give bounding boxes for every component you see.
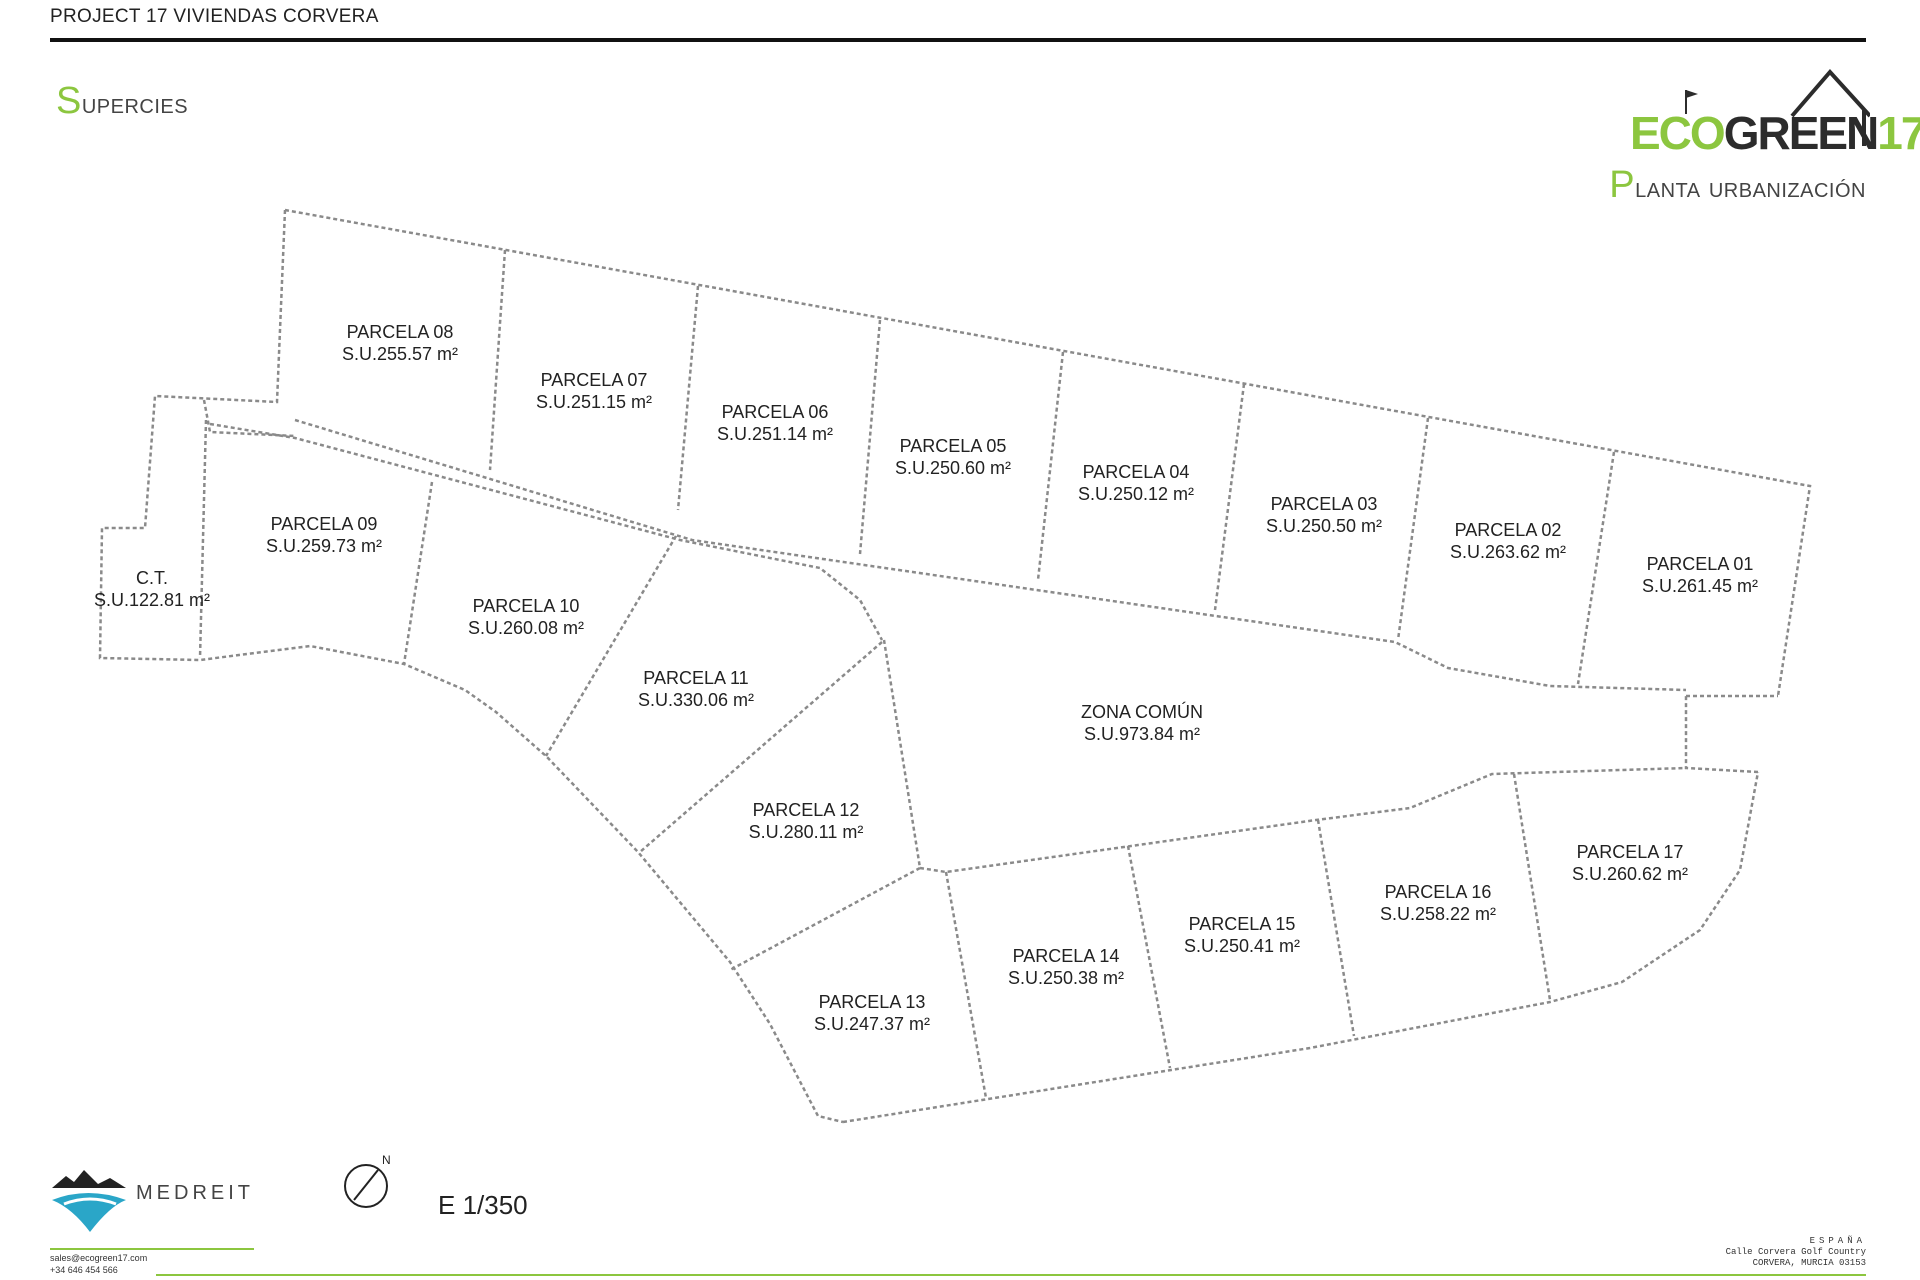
boundary-right-lower	[1684, 696, 1759, 774]
address-street: Calle Corvera Golf Country	[1725, 1247, 1866, 1257]
parcel-area-parcela-06: S.U.251.14 m²	[717, 424, 833, 444]
divider-ct-09	[198, 419, 208, 659]
parcel-area-zona-com-n: S.U.973.84 m²	[1084, 724, 1200, 744]
footer-rule	[156, 1274, 1866, 1276]
parcel-area-parcela-16: S.U.258.22 m²	[1380, 904, 1496, 924]
divider-03-02	[1396, 417, 1430, 641]
divider-10-11	[544, 535, 678, 757]
parcel-name-zona-com-n: ZONA COMÚN	[1081, 701, 1203, 722]
house-golf-flag-icon	[1685, 68, 1870, 146]
section-title-initial: S	[56, 80, 82, 122]
parcel-name-parcela-13: PARCELA 13	[819, 992, 926, 1012]
logo-green: GREEN	[1723, 107, 1880, 159]
parcel-name-parcela-02: PARCELA 02	[1455, 520, 1562, 540]
scale-label: E 1/350	[438, 1190, 528, 1220]
logo-number: 17	[1877, 107, 1920, 159]
parcel-area-parcela-07: S.U.251.15 m²	[536, 392, 652, 412]
divider-16-17	[1512, 773, 1552, 1001]
zona-comun-west	[882, 639, 922, 869]
parcel-name-parcela-11: PARCELA 11	[643, 668, 748, 688]
parcel-area-parcela-15: S.U.250.41 m²	[1184, 936, 1300, 956]
boundary-top	[284, 208, 1812, 697]
parcel-name-parcela-15: PARCELA 15	[1189, 914, 1296, 934]
divider-11-12	[639, 641, 883, 853]
parcel-area-parcela-01: S.U.261.45 m²	[1642, 576, 1758, 596]
divider-02-01	[1576, 451, 1616, 685]
parcel-name-parcela-17: PARCELA 17	[1577, 842, 1684, 862]
parcel-name-c-t: C.T.	[136, 568, 168, 588]
ecogreen17-logo: ECOGREEN17	[1620, 68, 1920, 159]
boundary-left-upper	[98, 209, 844, 1124]
parcel-area-parcela-14: S.U.250.38 m²	[1008, 968, 1124, 988]
parcel-name-parcela-10: PARCELA 10	[473, 596, 580, 616]
compass-icon: N	[344, 1153, 391, 1208]
row-top-bottom	[294, 418, 1687, 692]
divider-05-04	[1036, 351, 1065, 581]
parcel-area-parcela-03: S.U.250.50 m²	[1266, 516, 1382, 536]
plan-title-initial: P	[1609, 164, 1636, 206]
divider-12-13	[729, 866, 921, 972]
parcel-name-parcela-01: PARCELA 01	[1647, 554, 1754, 574]
address-city: CORVERA, MURCIA 03153	[1752, 1258, 1866, 1268]
parcel-name-parcela-14: PARCELA 14	[1013, 946, 1120, 966]
logo-eco: ECO	[1630, 107, 1726, 159]
parcel-area-parcela-11: S.U.330.06 m²	[638, 690, 754, 710]
mountain-wave-icon	[52, 1170, 126, 1232]
divider-08-07	[488, 249, 507, 471]
address-block: ESPAÑA Calle Corvera Golf Country CORVER…	[1726, 1236, 1866, 1269]
parcel-name-parcela-03: PARCELA 03	[1271, 494, 1378, 514]
boundary-bottom	[842, 771, 1760, 1124]
logo-wordmark: ECOGREEN17	[1630, 106, 1920, 160]
contact-phone: +34 646 454 566	[50, 1265, 118, 1275]
plan-title: Planta urbanización	[1609, 164, 1866, 207]
parcel-name-parcela-07: PARCELA 07	[541, 370, 648, 390]
header-rule	[50, 38, 1866, 42]
parcel-name-parcela-05: PARCELA 05	[900, 436, 1007, 456]
parcel-name-parcela-08: PARCELA 08	[347, 322, 454, 342]
parcel-area-parcela-05: S.U.250.60 m²	[895, 458, 1011, 478]
parcel-area-parcela-12: S.U.280.11 m²	[749, 822, 864, 842]
zona-comun-south	[919, 766, 1687, 874]
contact-rule	[50, 1248, 254, 1250]
divider-13-14	[944, 871, 988, 1099]
parcel-name-parcela-12: PARCELA 12	[753, 800, 860, 820]
divider-04-03	[1213, 383, 1246, 611]
compass-label: N	[382, 1153, 391, 1167]
parcel-name-parcela-09: PARCELA 09	[271, 514, 378, 534]
medreit-wordmark: MEDREIT	[136, 1182, 254, 1204]
parcel-area-parcela-17: S.U.260.62 m²	[1572, 864, 1688, 884]
divider-15-16	[1316, 819, 1356, 1037]
medreit-logo: MEDREIT	[50, 1166, 260, 1236]
lane-lower	[209, 422, 884, 641]
parcel-area-c-t: S.U.122.81 m²	[94, 590, 210, 610]
divider-14-15	[1126, 845, 1172, 1069]
divider-09-10	[402, 481, 434, 665]
parcel-name-parcela-16: PARCELA 16	[1385, 882, 1492, 902]
divider-06-05	[858, 319, 882, 555]
parcel-name-parcela-06: PARCELA 06	[722, 402, 829, 422]
contact-email: sales@ecogreen17.com	[50, 1253, 148, 1263]
divider-07-06	[676, 285, 700, 511]
section-title: Supercies	[56, 80, 188, 123]
parcel-area-parcela-04: S.U.250.12 m²	[1078, 484, 1194, 504]
parcel-name-parcela-04: PARCELA 04	[1083, 462, 1190, 482]
parcel-area-parcela-02: S.U.263.62 m²	[1450, 542, 1566, 562]
address-country: ESPAÑA	[1809, 1236, 1866, 1246]
north-arrow: N	[340, 1150, 400, 1210]
contact-info: sales@ecogreen17.com +34 646 454 566	[50, 1252, 147, 1276]
ct-lane	[202, 399, 296, 438]
plan-title-rest: lanta urbanización	[1635, 172, 1866, 203]
parcel-area-parcela-10: S.U.260.08 m²	[468, 618, 584, 638]
parcel-area-parcela-09: S.U.259.73 m²	[266, 536, 382, 556]
section-title-rest: upercies	[81, 88, 189, 119]
parcel-area-parcela-13: S.U.247.37 m²	[814, 1014, 930, 1034]
project-title: PROJECT 17 VIVIENDAS CORVERA	[50, 6, 379, 27]
parcel-area-parcela-08: S.U.255.57 m²	[342, 344, 458, 364]
